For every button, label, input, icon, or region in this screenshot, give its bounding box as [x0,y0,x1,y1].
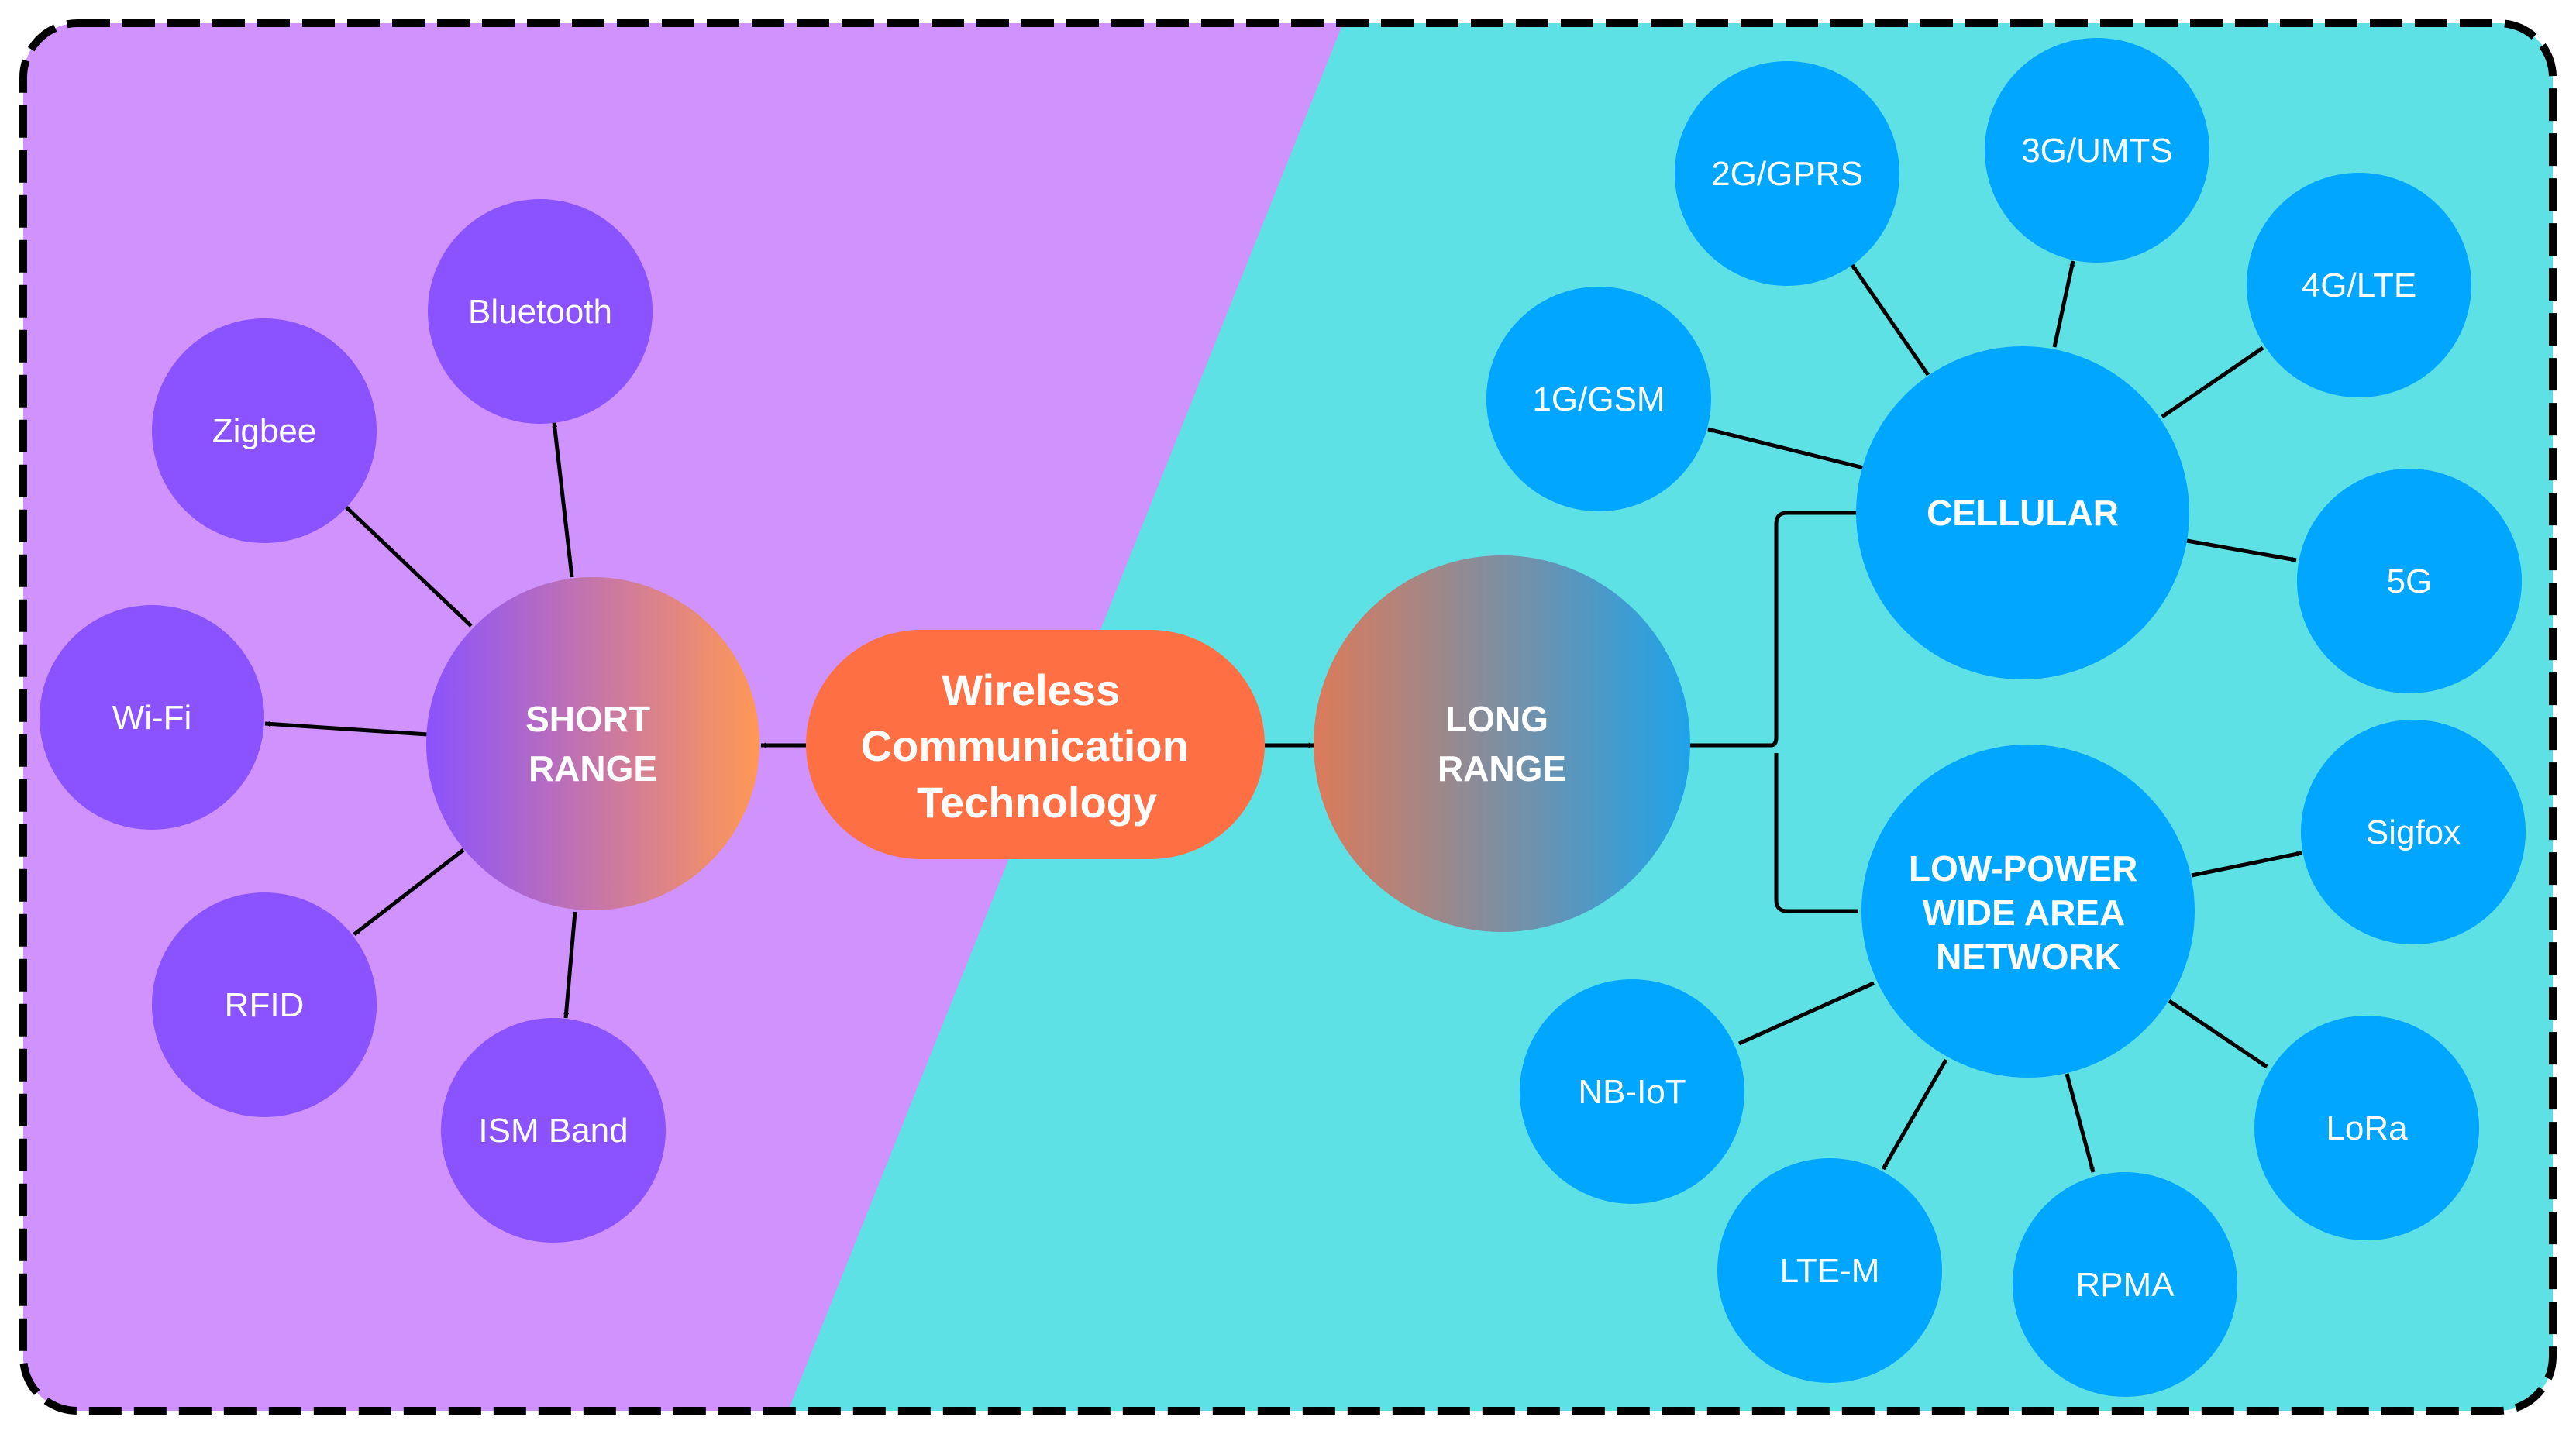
leaf-rpma-label: RPMA [2075,1266,2175,1304]
center-label-line-1: Wireless [942,665,1120,714]
long-range-label-line-2: RANGE [1438,748,1566,789]
lpwan-label: LOW-POWER WIDE AREA NETWORK [1909,848,2147,977]
leaf-nb-iot-label: NB-IoT [1578,1073,1686,1111]
lpwan-label-line-2: WIDE AREA [1923,892,2124,933]
center-node: Wireless Communication Technology [806,630,1265,859]
cellular-node: CELLULAR [1856,346,2189,679]
arrow-to-rpma [2065,1073,2096,1173]
leaf-ism-band-label: ISM Band [478,1112,628,1150]
long-range-label: LONG RANGE [1438,699,1566,789]
leaf-sigfox: Sigfox [2301,720,2526,944]
leaf-lora-circle [2254,1016,2479,1240]
leaf-5g-label: 5G [2387,562,2433,600]
arrow-to-5g [2186,538,2297,562]
leaf-1g-gsm-circle [1486,287,1711,511]
leaf-lora: LoRa [2254,1016,2479,1240]
short-range-label-line-1: SHORT [525,699,650,739]
leaf-4g-lte: 4G/LTE [2247,173,2471,397]
leaf-bluetooth: Bluetooth [428,199,653,424]
leaf-rpma: RPMA [2013,1172,2237,1397]
leaf-bluetooth-circle [428,199,653,424]
short-range-label-line-2: RANGE [529,748,657,789]
lpwan-node: LOW-POWER WIDE AREA NETWORK [1861,745,2195,1078]
lpwan-leaves: Sigfox LoRa RPMA LTE-M NB-IoT [1520,720,2526,1397]
long-range-bracket [1689,511,1858,913]
arrow-to-bluetooth [552,421,574,578]
leaf-2g-gprs-label: 2G/GPRS [1711,155,1863,193]
leaf-zigbee: Zigbee [152,318,377,543]
center-label-line-3: Technology [917,778,1157,827]
leaf-rfid: RFID [152,892,377,1117]
leaf-4g-lte-label: 4G/LTE [2302,267,2416,304]
leaf-lora-label: LoRa [2326,1109,2408,1147]
leaf-lte-m-label: LTE-M [1780,1252,1880,1290]
long-range-node: LONG RANGE [1314,555,1690,932]
leaf-nb-iot-circle [1520,979,1744,1204]
arrow-to-sigfox [2191,851,2302,878]
leaf-nb-iot: NB-IoT [1520,979,1744,1204]
leaf-1g-gsm-label: 1G/GSM [1532,380,1665,418]
leaf-rfid-circle [152,892,377,1117]
dashed-frame [19,19,2557,1415]
long-range-circle [1314,555,1690,932]
cellular-label: CELLULAR [1927,493,2119,533]
arrow-to-4g-lte [2161,346,2264,419]
leaf-zigbee-label: Zigbee [212,412,317,450]
leaf-zigbee-circle [152,318,377,543]
short-range-circle [426,577,759,910]
lpwan-label-line-3: NETWORK [1936,937,2120,977]
arrow-to-2g-gprs [1850,263,1930,377]
leaf-rpma-circle [2013,1172,2237,1397]
leaf-rfid-label: RFID [225,986,305,1024]
leaf-bluetooth-label: Bluetooth [468,293,612,331]
leaf-4g-lte-circle [2247,173,2471,397]
cellular-leaves: 1G/GSM 2G/GPRS 3G/UMTS 4G/LTE 5G [1486,38,2522,693]
lpwan-circle [1861,745,2195,1078]
leaf-lte-m-circle [1717,1158,1942,1383]
leaf-5g: 5G [2297,469,2522,693]
center-label-line-2: Communication [861,721,1189,770]
short-range-node: SHORT RANGE [426,577,759,910]
leaf-3g-umts-label: 3G/UMTS [2021,132,2173,170]
leaf-ism-band-circle [441,1018,666,1243]
arrow-to-wifi [264,720,429,737]
cellular-circle [1856,346,2189,679]
leaf-1g-gsm: 1G/GSM [1486,287,1711,511]
leaf-3g-umts: 3G/UMTS [1985,38,2209,263]
arrow-to-zigbee [343,504,473,628]
leaf-3g-umts-circle [1985,38,2209,263]
leaf-sigfox-circle [2301,720,2526,944]
arrow-to-nb-iot [1737,981,1875,1046]
center-label: Wireless Communication Technology [861,665,1201,827]
arrow-to-rfid [353,848,465,936]
leaf-wifi-label: Wi-Fi [112,699,192,737]
leaf-lte-m: LTE-M [1717,1158,1942,1383]
arrow-to-lte-m [1881,1058,1948,1171]
leaf-2g-gprs-circle [1675,61,1899,286]
leaf-wifi-circle [40,605,264,830]
center-pill [806,630,1265,859]
leaf-sigfox-label: Sigfox [2366,813,2461,851]
arrow-to-3g-umts [2052,260,2075,348]
long-range-label-line-1: LONG [1445,699,1548,739]
short-range-label: SHORT RANGE [525,699,660,789]
leaf-5g-circle [2297,469,2522,693]
connectors [264,260,2302,1173]
leaf-wifi: Wi-Fi [40,605,264,830]
leaf-ism-band: ISM Band [441,1018,666,1243]
lpwan-label-line-1: LOW-POWER [1909,848,2137,889]
short-range-leaves: Bluetooth Zigbee Wi-Fi RFID ISM Band [40,199,666,1243]
leaf-2g-gprs: 2G/GPRS [1675,61,1899,286]
arrow-to-lora [2168,999,2268,1069]
arrow-to-ism-band [563,911,577,1019]
arrow-to-1g-gsm [1707,427,1865,470]
